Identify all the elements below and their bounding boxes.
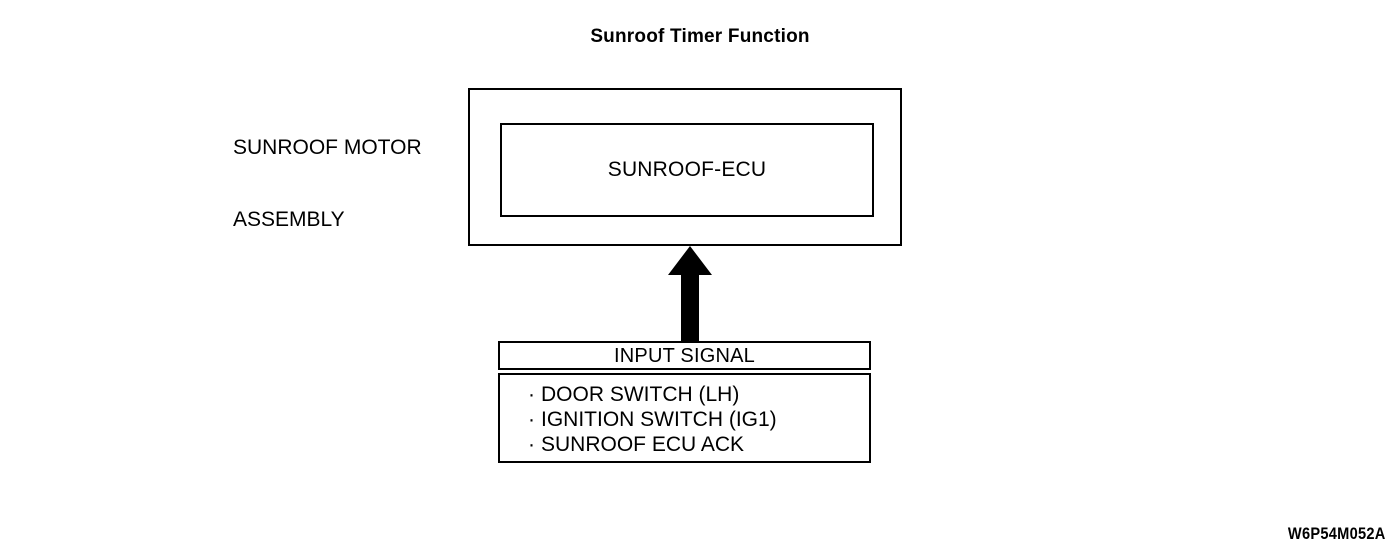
list-item-label: DOOR SWITCH (LH)	[541, 383, 740, 406]
list-item-label: IGNITION SWITCH (IG1)	[541, 408, 777, 431]
sunroof-ecu-box: SUNROOF-ECU	[500, 123, 874, 217]
assembly-label-line-2: ASSEMBLY	[233, 208, 345, 231]
list-item-label: SUNROOF ECU ACK	[541, 433, 745, 456]
sunroof-motor-assembly-box: SUNROOF-ECU	[468, 88, 902, 246]
bullet-icon: ·	[528, 433, 535, 456]
input-signal-header-box: INPUT SIGNAL	[498, 341, 871, 370]
input-signal-header-label: INPUT SIGNAL	[614, 344, 755, 367]
page-title: Sunroof Timer Function	[590, 26, 810, 47]
figure-code: W6P54M052A	[1288, 524, 1386, 543]
bullet-icon: ·	[528, 408, 535, 431]
arrow-up-icon	[668, 246, 712, 343]
bullet-icon: ·	[528, 383, 535, 406]
sunroof-motor-assembly-label: SUNROOF MOTOR ASSEMBLY	[233, 88, 422, 280]
list-item: · DOOR SWITCH (LH)	[528, 382, 869, 407]
list-item: · IGNITION SWITCH (IG1)	[528, 407, 869, 432]
sunroof-ecu-label: SUNROOF-ECU	[607, 158, 767, 181]
input-signal-list-box: · DOOR SWITCH (LH) · IGNITION SWITCH (IG1)…	[498, 373, 871, 463]
list-item: · SUNROOF ECU ACK	[528, 432, 869, 457]
assembly-label-line-1: SUNROOF MOTOR	[233, 136, 422, 159]
